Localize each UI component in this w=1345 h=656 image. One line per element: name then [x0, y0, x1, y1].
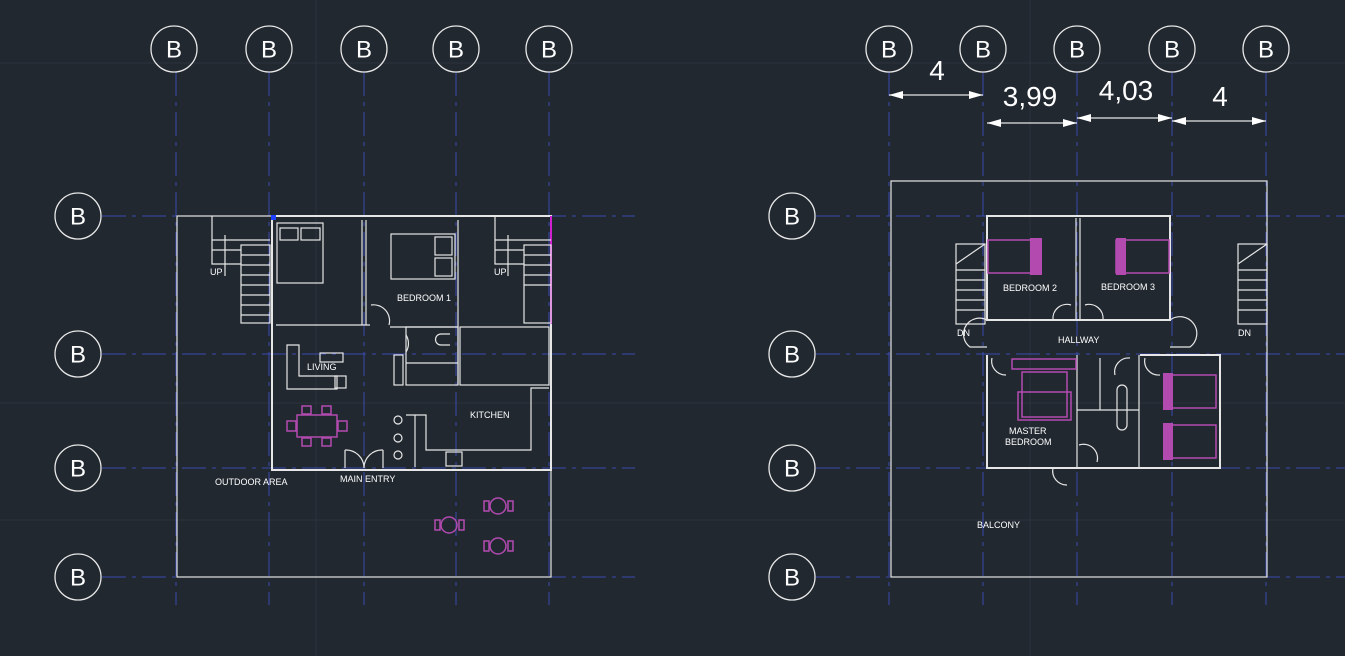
label-up-right: UP [494, 267, 507, 277]
building-outline [271, 215, 552, 471]
ground-floor-plan[interactable]: UP UP BEDROOM 1 LIVIN [176, 215, 552, 578]
svg-text:B: B [784, 342, 800, 369]
grid-bubble[interactable]: B [1242, 25, 1290, 73]
svg-text:B: B [70, 342, 86, 369]
upper-floor-plan[interactable]: DN DN BEDROOM 2 BEDROOM 3 HALLWAY MASTER… [890, 180, 1268, 578]
grid-bubble[interactable]: B [1148, 25, 1196, 73]
label-main-entry: MAIN ENTRY [340, 474, 395, 484]
label-master-bedroom-1: MASTER [1009, 426, 1047, 436]
grid-bubble[interactable]: B [768, 553, 816, 601]
dimensions: 4 3,99 4,03 4 [889, 55, 1266, 127]
dimension-text: 4,03 [1099, 75, 1154, 106]
bed-master [1011, 358, 1077, 421]
grid-bubble[interactable]: B [54, 444, 102, 492]
grid-bubble[interactable]: B [959, 25, 1007, 73]
svg-text:B: B [541, 37, 557, 64]
label-kitchen: KITCHEN [470, 410, 510, 420]
grid-bubble[interactable]: B [340, 25, 388, 73]
grid-bubble[interactable]: B [54, 192, 102, 240]
grid-bubble[interactable]: B [150, 25, 198, 73]
label-living: LIVING [307, 362, 337, 372]
svg-text:B: B [1258, 37, 1274, 64]
dimension-text: 4 [1212, 81, 1228, 112]
bed-room-4b [1163, 423, 1217, 460]
label-bedroom-2: BEDROOM 2 [1003, 283, 1057, 293]
stair-right [494, 216, 552, 324]
label-dn-left: DN [957, 328, 970, 338]
grid-lines-left [102, 72, 635, 605]
dining-table [286, 405, 348, 447]
stove [445, 451, 463, 467]
bed-bedroom-2 [987, 238, 1042, 275]
grid-bubble[interactable]: B [768, 330, 816, 378]
dimension-text: 4 [929, 55, 945, 86]
label-dn-right: DN [1238, 328, 1251, 338]
grid-bubble[interactable]: B [432, 25, 480, 73]
svg-text:B: B [975, 37, 991, 64]
dimension-text: 3,99 [1003, 81, 1058, 112]
bed-bedroom-3 [1115, 238, 1170, 275]
stair-left [955, 243, 986, 325]
label-bedroom-3: BEDROOM 3 [1101, 282, 1155, 292]
svg-text:B: B [1164, 37, 1180, 64]
grid-bubble[interactable]: B [54, 330, 102, 378]
grid-bubbles: B B B B B B B B B B B B B B B B B B [54, 25, 1290, 601]
svg-text:B: B [70, 456, 86, 483]
label-hallway: HALLWAY [1058, 335, 1099, 345]
grid-bubble[interactable]: B [1053, 25, 1101, 73]
svg-text:B: B [70, 204, 86, 231]
svg-text:B: B [881, 37, 897, 64]
grid-bubble[interactable]: B [768, 444, 816, 492]
grid-bubble[interactable]: B [54, 553, 102, 601]
label-outdoor-area: OUTDOOR AREA [215, 477, 288, 487]
svg-text:B: B [784, 204, 800, 231]
svg-text:B: B [784, 565, 800, 592]
bed [276, 222, 324, 284]
svg-text:B: B [166, 37, 182, 64]
svg-text:B: B [448, 37, 464, 64]
stair-left [211, 216, 271, 324]
svg-text:B: B [70, 565, 86, 592]
grid-bubble[interactable]: B [525, 25, 573, 73]
svg-text:B: B [356, 37, 372, 64]
outdoor-tables [434, 497, 514, 555]
label-master-bedroom-2: BEDROOM [1005, 437, 1052, 447]
label-balcony: BALCONY [977, 520, 1020, 530]
grid-bubble[interactable]: B [865, 25, 913, 73]
svg-text:B: B [784, 456, 800, 483]
label-up-left: UP [210, 267, 223, 277]
balcony-boundary [890, 180, 1268, 578]
grid-bubble[interactable]: B [245, 25, 293, 73]
svg-text:B: B [261, 37, 277, 64]
svg-text:B: B [1069, 37, 1085, 64]
bed-room-4 [1163, 373, 1217, 410]
bed [390, 233, 456, 280]
grid-bubble[interactable]: B [768, 192, 816, 240]
stair-right [1237, 243, 1268, 325]
label-bedroom-1: BEDROOM 1 [397, 293, 451, 303]
